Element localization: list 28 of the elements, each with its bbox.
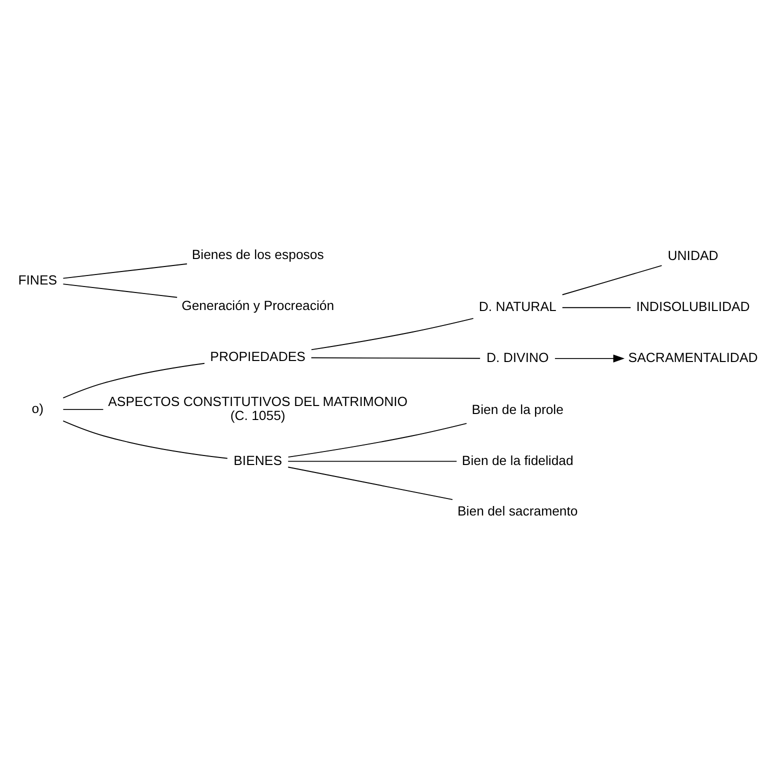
node-text: FINES bbox=[18, 272, 58, 288]
node-text: Bien de la fidelidad bbox=[462, 452, 574, 468]
node-text: D. DIVINO bbox=[486, 350, 549, 365]
node-text: D. NATURAL bbox=[478, 298, 556, 314]
node-text: Bienes de los esposos bbox=[192, 246, 324, 262]
node-text: SACRAMENTALIDAD bbox=[628, 350, 758, 365]
connector bbox=[62, 262, 188, 278]
node-text: o) bbox=[32, 400, 44, 416]
connector bbox=[62, 408, 104, 410]
connector bbox=[62, 420, 228, 458]
node-text: UNIDAD bbox=[668, 248, 718, 263]
connector bbox=[310, 356, 481, 358]
node-text: Generación y Procreación bbox=[182, 298, 334, 313]
node-text: Bien del sacramento bbox=[458, 503, 578, 518]
connector bbox=[562, 264, 662, 295]
connector bbox=[288, 460, 458, 462]
connector bbox=[562, 306, 632, 308]
connector bbox=[62, 362, 205, 398]
connector bbox=[62, 283, 178, 298]
connector bbox=[288, 422, 468, 458]
node-text: Bien de la prole bbox=[472, 401, 564, 416]
node-text: BIENES bbox=[234, 452, 282, 468]
node-text: INDISOLUBILIDAD bbox=[636, 298, 750, 314]
node-text: ASPECTOS CONSTITUTIVOS DEL MATRIMONIO (C. 1055) bbox=[108, 393, 408, 423]
connector bbox=[288, 466, 453, 500]
node-text: PROPIEDADES bbox=[210, 348, 306, 364]
arrow bbox=[554, 354, 625, 362]
connector bbox=[310, 317, 474, 350]
